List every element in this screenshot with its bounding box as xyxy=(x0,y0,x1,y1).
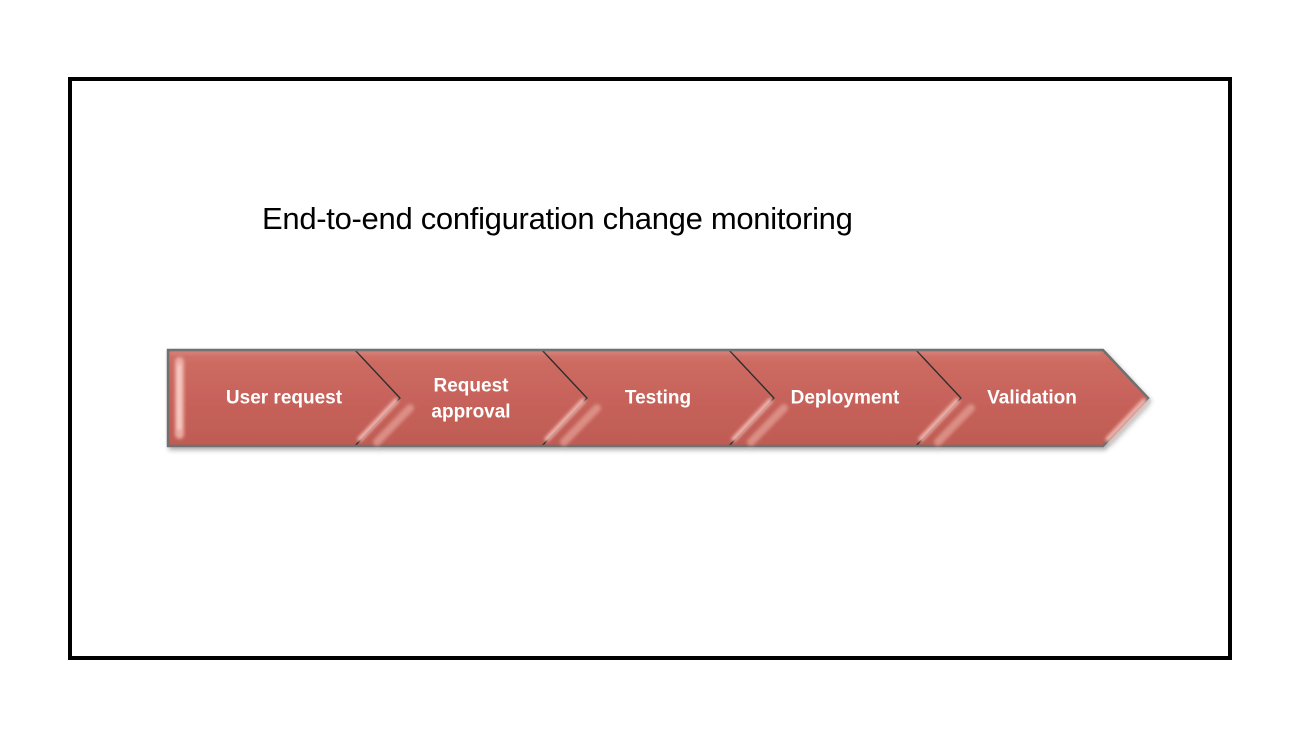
slide-canvas: End-to-end configuration change monitori… xyxy=(68,77,1232,660)
chevron-step-label-testing: Testing xyxy=(625,388,691,409)
chevron-labels: User request Request approval Testing De… xyxy=(226,376,1077,423)
gloss-highlights xyxy=(170,352,1147,446)
slide-title: End-to-end configuration change monitori… xyxy=(262,201,853,236)
chevron-step-label-user-request: User request xyxy=(226,388,343,409)
chevron-step-label-validation: Validation xyxy=(987,388,1077,409)
process-flow-diagram: User request Request approval Testing De… xyxy=(166,348,1150,448)
chevron-step-label-request-approval-line2: approval xyxy=(431,402,510,423)
chevron-step-label-request-approval-line1: Request xyxy=(434,376,510,397)
chevron-step-label-deployment: Deployment xyxy=(791,388,900,409)
